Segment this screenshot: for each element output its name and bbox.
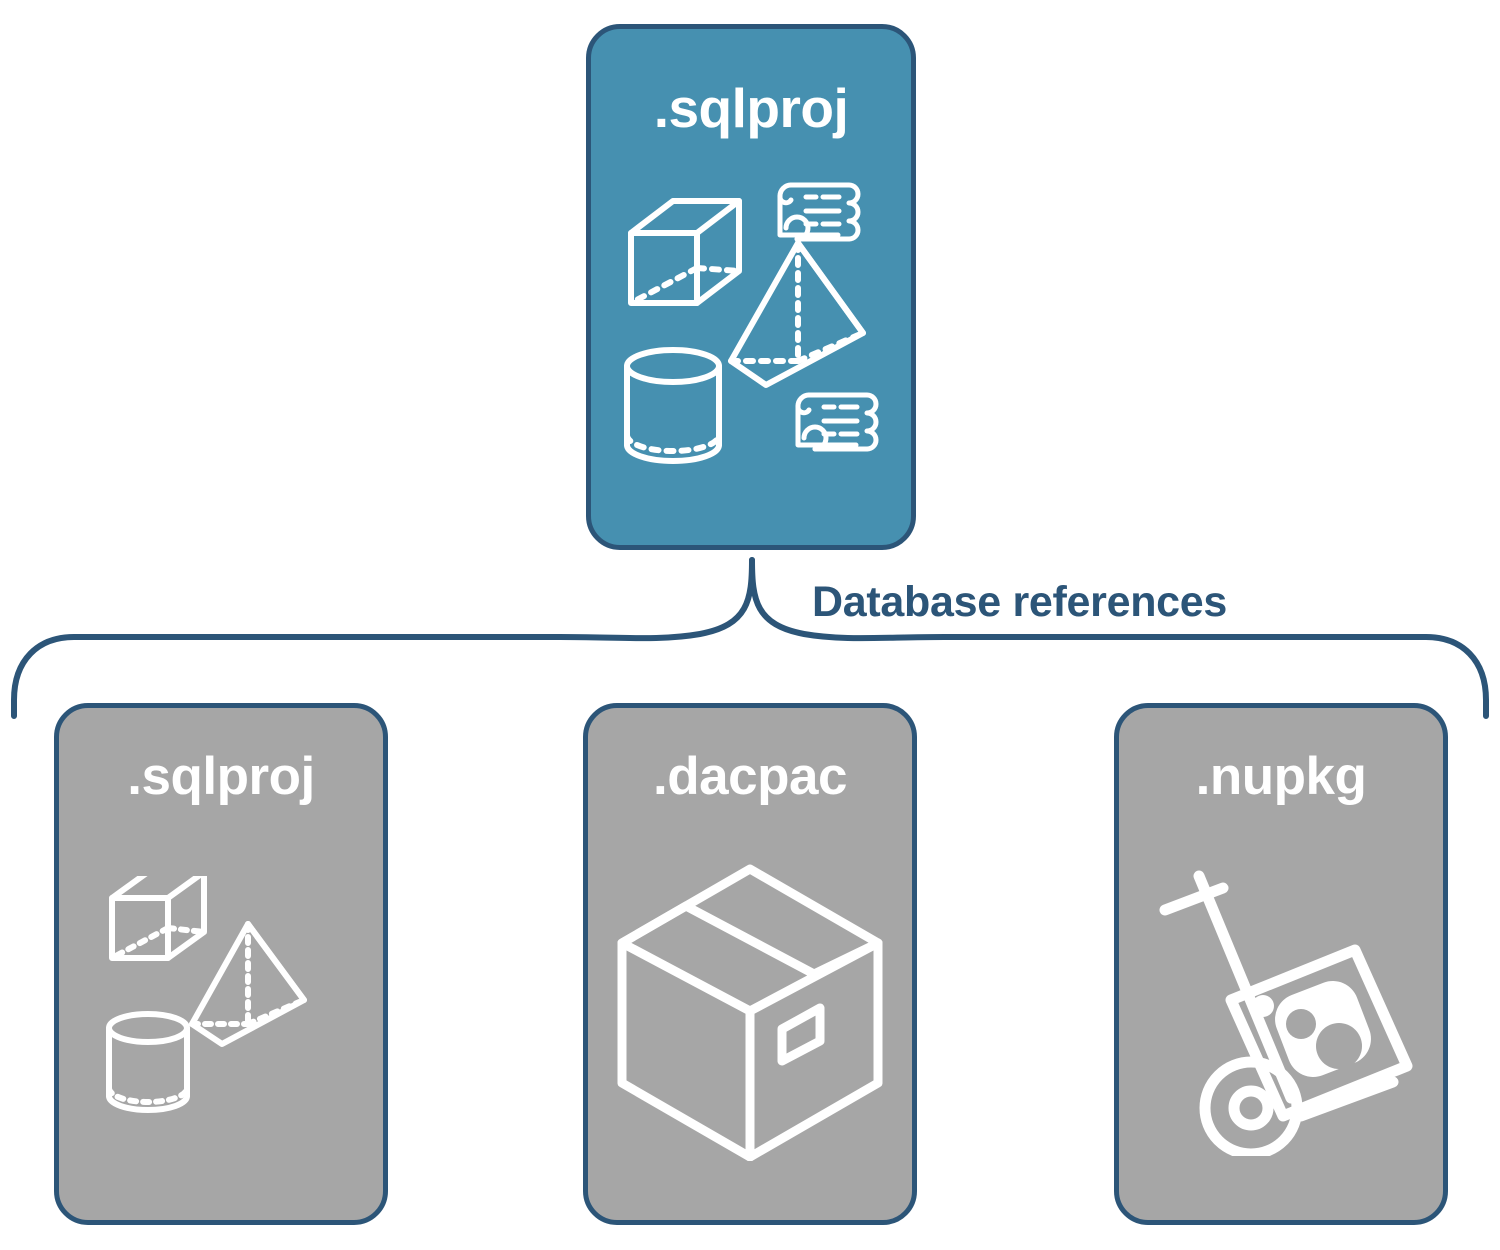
package-box-icon bbox=[617, 864, 883, 1161]
card-dacpac-reference[interactable]: .dacpac bbox=[583, 703, 917, 1225]
brace-left-arm bbox=[11, 557, 755, 719]
nuget-logo-cutouts bbox=[1286, 1008, 1362, 1069]
scroll-icon bbox=[777, 182, 861, 241]
source-icon-group bbox=[624, 182, 879, 464]
cylinder-icon bbox=[624, 346, 722, 464]
cylinder-icon bbox=[106, 1010, 190, 1113]
card-title-sqlproj-source: .sqlproj bbox=[653, 77, 849, 139]
pyramid-icon bbox=[189, 920, 307, 1047]
connector-label-database-references: Database references bbox=[812, 578, 1227, 626]
sqlproj-reference-artwork bbox=[59, 801, 383, 1220]
card-title-nupkg-reference: .nupkg bbox=[1195, 747, 1367, 806]
nuget-package-icon bbox=[1225, 944, 1413, 1121]
hand-truck-icon bbox=[1159, 870, 1399, 1121]
card-nupkg-reference[interactable]: .nupkg bbox=[1114, 703, 1448, 1225]
source-card-artwork bbox=[591, 130, 911, 545]
nupkg-icon-group bbox=[1159, 870, 1413, 1156]
dacpac-reference-artwork bbox=[588, 801, 912, 1220]
pyramid-icon bbox=[728, 239, 866, 388]
sqlproj-reference-icon-group bbox=[106, 875, 307, 1113]
scroll-icon bbox=[795, 392, 879, 451]
dacpac-icon-group bbox=[617, 864, 883, 1161]
card-title-sqlproj-reference: .sqlproj bbox=[127, 747, 315, 806]
card-title-dacpac-reference: .dacpac bbox=[653, 747, 847, 806]
nupkg-reference-artwork bbox=[1119, 801, 1443, 1220]
card-sqlproj-source[interactable]: .sqlproj bbox=[586, 24, 916, 550]
card-sqlproj-reference[interactable]: .sqlproj bbox=[54, 703, 388, 1225]
wireframe-cube-icon bbox=[109, 875, 207, 961]
wireframe-cube-icon bbox=[628, 197, 742, 306]
